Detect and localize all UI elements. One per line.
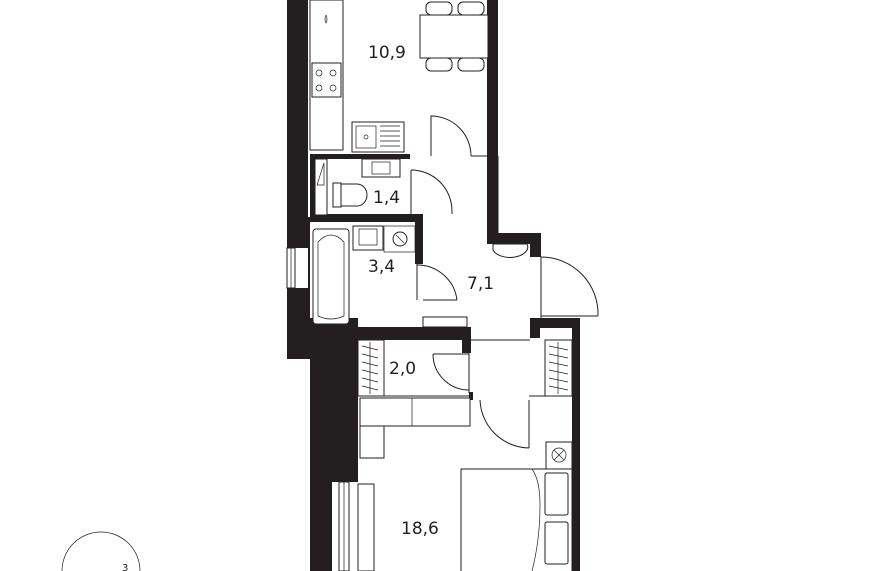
wardrobe-door [432, 353, 470, 391]
wall-bath-bottom [358, 327, 471, 340]
wall-hall-right-jamb [530, 318, 540, 338]
hall-shelf-icon [492, 243, 529, 258]
bath-door [416, 264, 458, 301]
wall-hall-door-jamb [530, 233, 541, 257]
kettle-icon [324, 14, 328, 24]
chair-icon [425, 1, 453, 16]
wc-sink-icon [361, 158, 401, 178]
toilet-tank [332, 182, 342, 208]
bathtub-icon [312, 228, 350, 325]
bath-sink-icon [352, 225, 384, 251]
nightstand [545, 441, 573, 470]
wall-bedroom-right [572, 328, 580, 571]
area-labels: 10,9 1,4 3,4 7,1 2,0 18,6 [368, 43, 494, 539]
compass-label: 3 [122, 563, 128, 571]
area-label-wc: 1,4 [373, 188, 400, 208]
wall-kitchen-right [487, 0, 498, 236]
sink-icon [351, 121, 405, 153]
wall-hall-right [530, 318, 580, 328]
hall-shelf [422, 316, 468, 328]
kitchen-door [430, 115, 472, 157]
outer-wall-bedroom [336, 336, 358, 482]
outer-wall-corner [310, 318, 358, 360]
lamp-icon [551, 447, 567, 463]
wc [314, 158, 453, 216]
pillow-icon [544, 472, 569, 516]
pillow-icon [544, 521, 569, 565]
hall-wardrobe-rack [544, 339, 573, 397]
area-label-hall: 7,1 [467, 274, 494, 294]
dining-table [419, 14, 489, 59]
area-label-bathroom: 3,4 [368, 257, 395, 277]
wall-wc-top [310, 154, 410, 159]
outer-wall-left [287, 0, 336, 571]
toilet-icon [340, 183, 368, 207]
compass: 3 [61, 531, 141, 571]
wardrobe-rack [357, 339, 385, 397]
radiator-icon [357, 483, 375, 571]
wall-hall-top [487, 233, 541, 244]
area-label-bedroom: 18,6 [401, 519, 439, 539]
kitchen [309, 0, 489, 157]
bedroom-dresser [359, 397, 471, 427]
bedroom-door [479, 399, 530, 449]
area-label-wardrobe: 2,0 [389, 359, 416, 379]
chair-icon [425, 57, 453, 72]
walls [287, 0, 580, 571]
cooktop-icon [311, 62, 342, 98]
chair-icon [457, 1, 485, 16]
entrance-door [540, 256, 599, 317]
wall-bath-right-top [415, 214, 423, 264]
wall-wc-left [310, 154, 315, 219]
bathroom [286, 225, 468, 328]
hall [471, 156, 599, 341]
wall-wc-bath [310, 214, 423, 222]
wc-cabinet [314, 158, 328, 216]
wall-wardrobe-jamb [462, 327, 471, 353]
area-label-kitchen: 10,9 [368, 43, 406, 63]
compass-arc [61, 531, 141, 571]
wc-door [410, 169, 453, 212]
chair-icon [457, 57, 485, 72]
bedroom [338, 395, 573, 571]
